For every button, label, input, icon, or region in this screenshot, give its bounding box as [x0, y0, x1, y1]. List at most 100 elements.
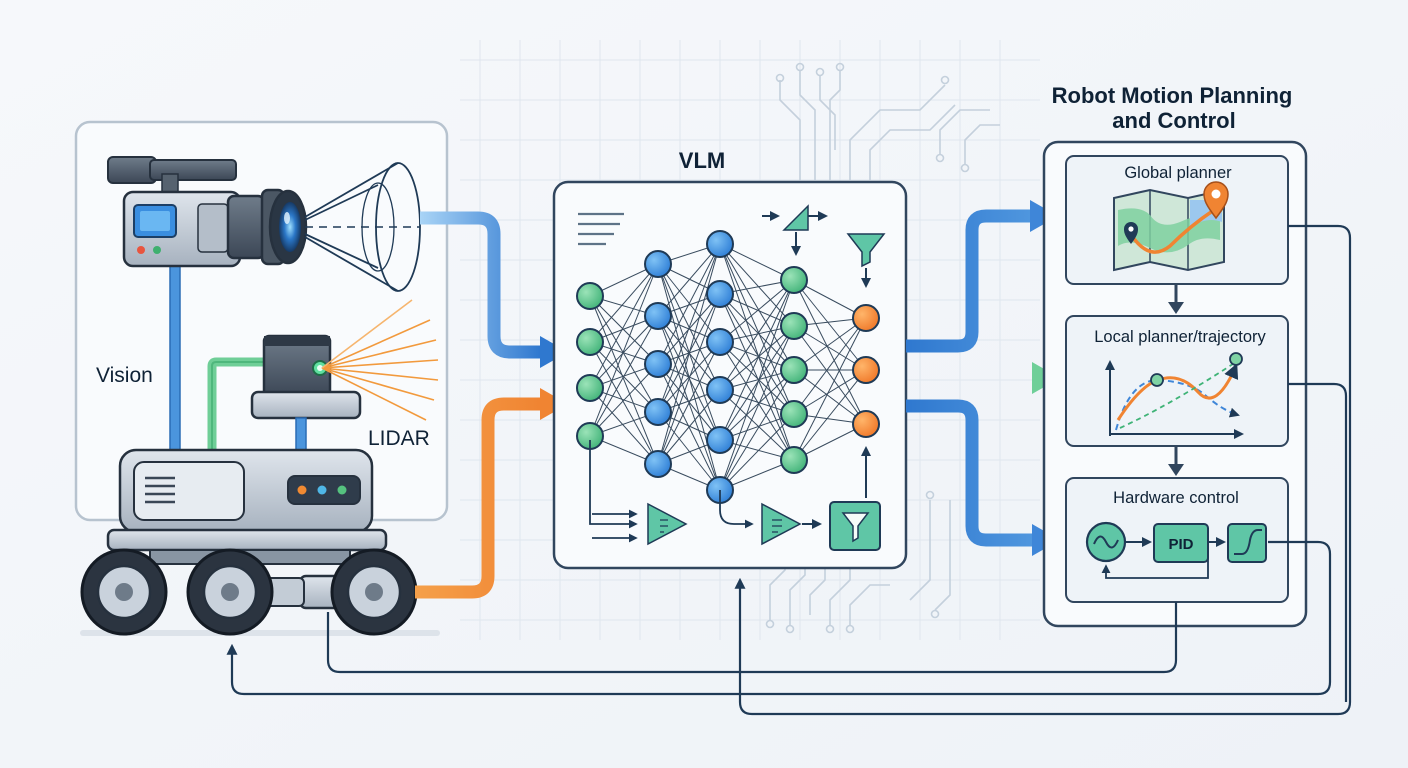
network-edge: [589, 315, 659, 389]
network-node-layer-5: [852, 304, 880, 332]
network-node-layer-1: [576, 282, 604, 310]
amplifier-icon: [589, 440, 688, 546]
network-node-layer-2: [644, 398, 672, 426]
network-edge: [657, 243, 721, 465]
network-edge: [589, 315, 659, 437]
network-edge: [657, 243, 721, 317]
network-edge: [719, 293, 795, 371]
hardware-control-flow-arrow: [906, 399, 1032, 547]
network-edge: [589, 295, 659, 413]
network-edge: [793, 369, 867, 415]
switch-component-icon: [762, 204, 828, 256]
network-edge: [719, 413, 795, 491]
vision-label: Vision: [96, 364, 153, 387]
network-edge: [719, 243, 795, 371]
network-edge: [719, 325, 795, 491]
network-edge: [793, 317, 867, 415]
network-node-layer-2: [644, 450, 672, 478]
circuit-traces: [765, 62, 1000, 634]
network-node-layer-3: [706, 426, 734, 454]
network-node-layer-1: [576, 328, 604, 356]
trajectory-plot-icon: [1105, 352, 1244, 439]
local-planner-label: Local planner/trajectory: [1094, 328, 1266, 346]
network-edge: [657, 411, 721, 491]
network-node-layer-2: [644, 250, 672, 278]
network-edge: [589, 363, 659, 437]
network-node-layer-3: [706, 230, 734, 258]
lidar-label: LIDAR: [368, 427, 430, 450]
planning-title-line2: and Control: [1112, 108, 1235, 133]
network-edge: [793, 369, 867, 461]
network-edge: [589, 295, 659, 465]
robot-vehicle-icon: [80, 448, 440, 636]
network-edge: [657, 243, 721, 413]
network-edge: [589, 263, 659, 389]
network-edge: [719, 389, 795, 461]
network-edge: [793, 279, 867, 371]
network-edge: [793, 325, 867, 425]
network-node-layer-4: [780, 400, 808, 428]
network-node-layer-3: [706, 280, 734, 308]
network-edge: [589, 387, 659, 465]
network-edge: [719, 369, 795, 441]
network-edge: [719, 279, 795, 391]
network-edge: [589, 263, 659, 437]
network-edge: [589, 341, 659, 465]
network-edge: [793, 279, 867, 425]
network-edge: [719, 243, 795, 327]
network-edge: [793, 317, 867, 371]
vision-flow-arrow: [420, 211, 540, 359]
camera-mast: [169, 261, 181, 461]
filter-box-icon: [829, 446, 881, 551]
global-planner-label: Global planner: [1124, 164, 1232, 182]
network-edge: [793, 369, 867, 425]
network-edge: [793, 325, 867, 371]
start-pin-icon: [1124, 222, 1138, 244]
vlm-title: VLM: [679, 148, 725, 173]
camera-view-cone: [304, 162, 421, 292]
network-edge: [719, 293, 795, 461]
down-arrow-icon-2: [1168, 464, 1184, 476]
network-node-layer-4: [780, 356, 808, 384]
down-arrow-icon: [1168, 302, 1184, 314]
network-node-layer-3: [706, 376, 734, 404]
feedback-lines: [226, 224, 1352, 716]
network-node-layer-2: [644, 350, 672, 378]
video-camera-icon: [107, 156, 308, 268]
network-edge: [719, 325, 795, 391]
network-edge: [657, 293, 721, 465]
oscillator-icon: [1085, 521, 1127, 563]
network-node-layer-5: [852, 410, 880, 438]
vehicle-flow-arrow: [415, 397, 540, 599]
funnel-icon: [846, 233, 886, 288]
network-edge: [719, 279, 795, 441]
map-icon: [1113, 188, 1225, 272]
planning-title-line1: Robot Motion Planning: [1052, 83, 1293, 108]
network-edge: [719, 325, 795, 441]
pid-label: PID: [1168, 536, 1193, 553]
network-node-layer-1: [576, 374, 604, 402]
network-edge: [719, 243, 795, 415]
network-edge: [719, 279, 795, 491]
lidar-beams: [321, 299, 439, 421]
network-edge: [719, 341, 795, 461]
network-node-layer-2: [644, 302, 672, 330]
network-edge: [793, 317, 867, 461]
network-edge: [719, 293, 795, 415]
network-edge: [719, 369, 795, 491]
network-edge: [657, 341, 721, 413]
network-node-layer-4: [780, 312, 808, 340]
neural-network: [576, 230, 880, 504]
text-lines-icon: [578, 212, 624, 246]
network-edge: [589, 295, 659, 365]
network-edge: [719, 341, 795, 415]
hardware-control-label: Hardware control: [1113, 489, 1239, 507]
lidar-sensor-icon: [250, 334, 362, 461]
network-node-layer-3: [706, 328, 734, 356]
step-response-icon: [1227, 523, 1267, 563]
global-planner-flow-arrow: [906, 209, 1030, 353]
pid-feedback-loop: [1101, 550, 1209, 579]
network-node-layer-4: [780, 266, 808, 294]
